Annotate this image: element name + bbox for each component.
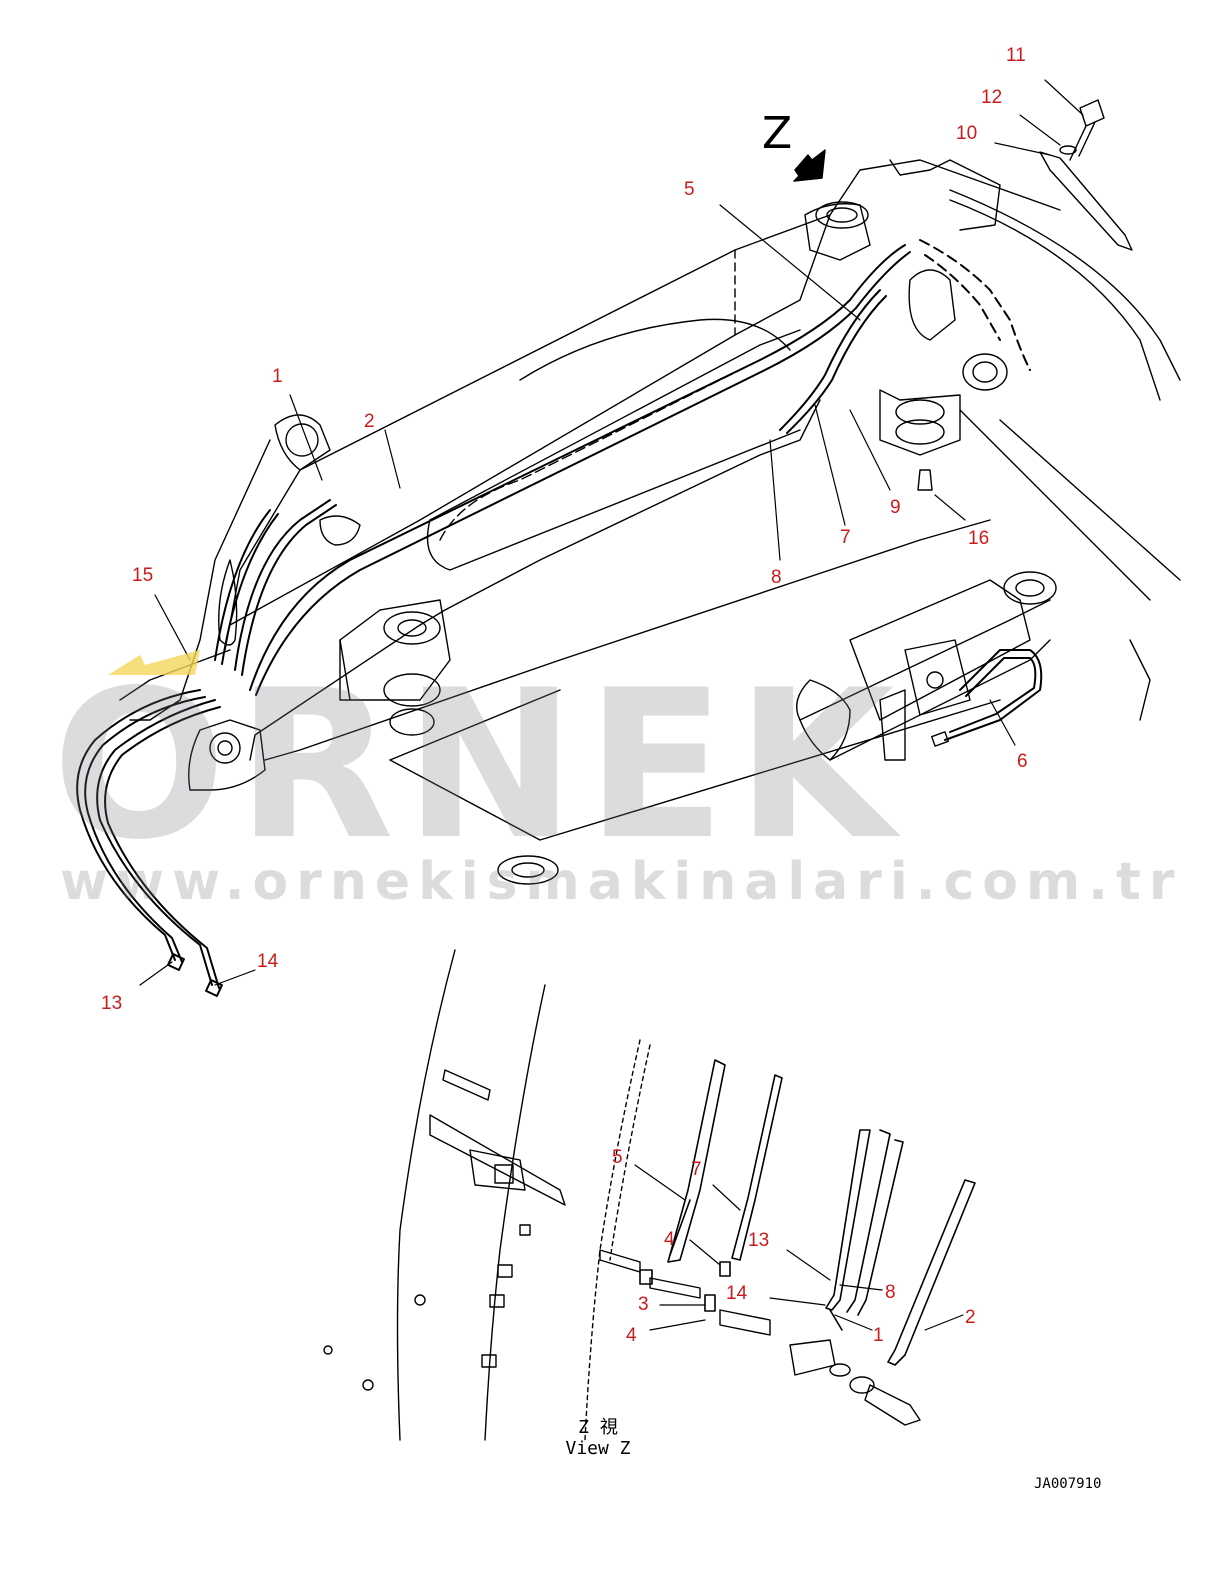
drawing-number: JA007910 [1034,1476,1102,1492]
boom-pivots [339,599,1001,885]
view-z-callout-4a: 4 [664,1229,675,1250]
leader-lines [139,79,1084,986]
boom-cylinder [796,571,1057,761]
view-z-callout-4b: 4 [626,1325,637,1346]
callout-16: 16 [968,528,990,549]
callout-11: 11 [1006,45,1026,66]
accent-arrow [108,650,200,675]
view-z-arrow-label: Z [762,108,793,159]
view-z-callout-2: 2 [965,1307,976,1328]
view-z-callout-13: 13 [748,1230,770,1251]
boom-head [804,159,1008,491]
callout-7: 7 [840,527,851,548]
view-z-callout-8: 8 [885,1282,896,1303]
lower-hoses [76,689,223,997]
callout-1: 1 [272,366,283,387]
callout-10: 10 [956,123,978,144]
view-z-hoses [639,1059,976,1366]
boom-hoses [214,239,1031,696]
callout-5: 5 [684,179,695,200]
callout-9: 9 [890,497,901,518]
watermark-url: www.ornekismakinalari.com.tr [60,852,1183,912]
callout-13: 13 [101,993,123,1014]
callout-14: 14 [257,951,279,972]
callout-15: 15 [132,565,154,586]
view-z-callout-3: 3 [638,1294,649,1315]
view-z-callout-5: 5 [612,1147,623,1168]
view-z-title-jp: Z 視 [578,1417,618,1438]
view-z-callout-7: 7 [691,1159,702,1180]
bolt-washer-plate [1039,99,1133,251]
view-z-callout-14: 14 [726,1283,748,1304]
view-z-title: Z 視 View Z [548,1417,648,1459]
view-z-title-en: View Z [565,1437,631,1459]
callout-2: 2 [364,411,375,432]
callout-12: 12 [981,87,1003,108]
view-z-callout-1: 1 [873,1325,884,1346]
watermark-logo: ORNEK [52,647,905,885]
view-z-structure [323,949,921,1441]
boom-body [229,159,1181,761]
callout-6: 6 [1017,751,1028,772]
view-z-arrow [793,149,826,182]
view-z-leaders [634,1164,964,1331]
callout-8: 8 [771,567,782,588]
